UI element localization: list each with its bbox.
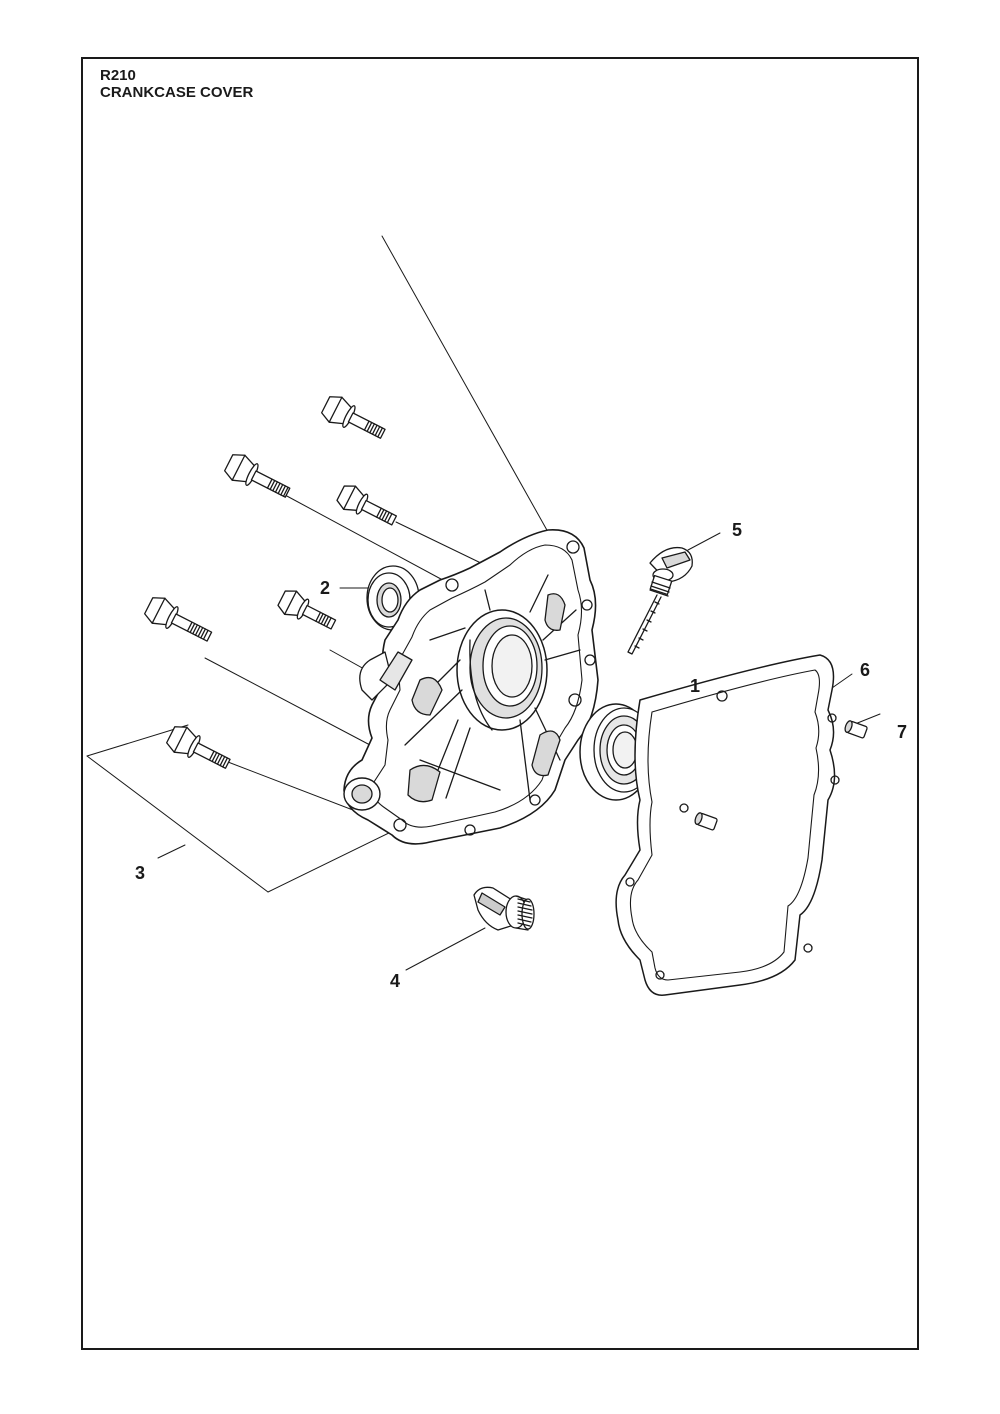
callout-5: 5 — [732, 520, 742, 540]
bolt-1 — [321, 396, 386, 439]
bolt-2 — [224, 454, 291, 498]
diagram-code: R210 — [100, 67, 136, 84]
dowel-pin-b — [694, 812, 718, 831]
callout-2: 2 — [320, 578, 330, 598]
callout-1: 1 — [690, 676, 700, 696]
callout-7: 7 — [897, 722, 907, 742]
drain-plug — [473, 886, 535, 931]
callout-3: 3 — [135, 863, 145, 883]
bolt-5 — [144, 597, 213, 642]
bolt-3 — [336, 485, 398, 526]
bolt-group — [144, 396, 398, 769]
callout-6: 6 — [860, 660, 870, 680]
bolt-4 — [277, 590, 337, 630]
callout-4: 4 — [390, 971, 400, 991]
page-frame — [81, 57, 919, 1350]
callout-labels: 1 2 3 4 5 6 7 — [135, 520, 907, 991]
diagram-title: CRANKCASE COVER — [100, 84, 254, 101]
dowel-pin-a — [844, 720, 868, 739]
bolt-6 — [166, 726, 231, 769]
dipstick — [627, 546, 693, 655]
gasket — [615, 654, 840, 996]
page-header: R210 CRANKCASE COVER — [100, 67, 253, 101]
crankcase-cover — [343, 529, 599, 845]
